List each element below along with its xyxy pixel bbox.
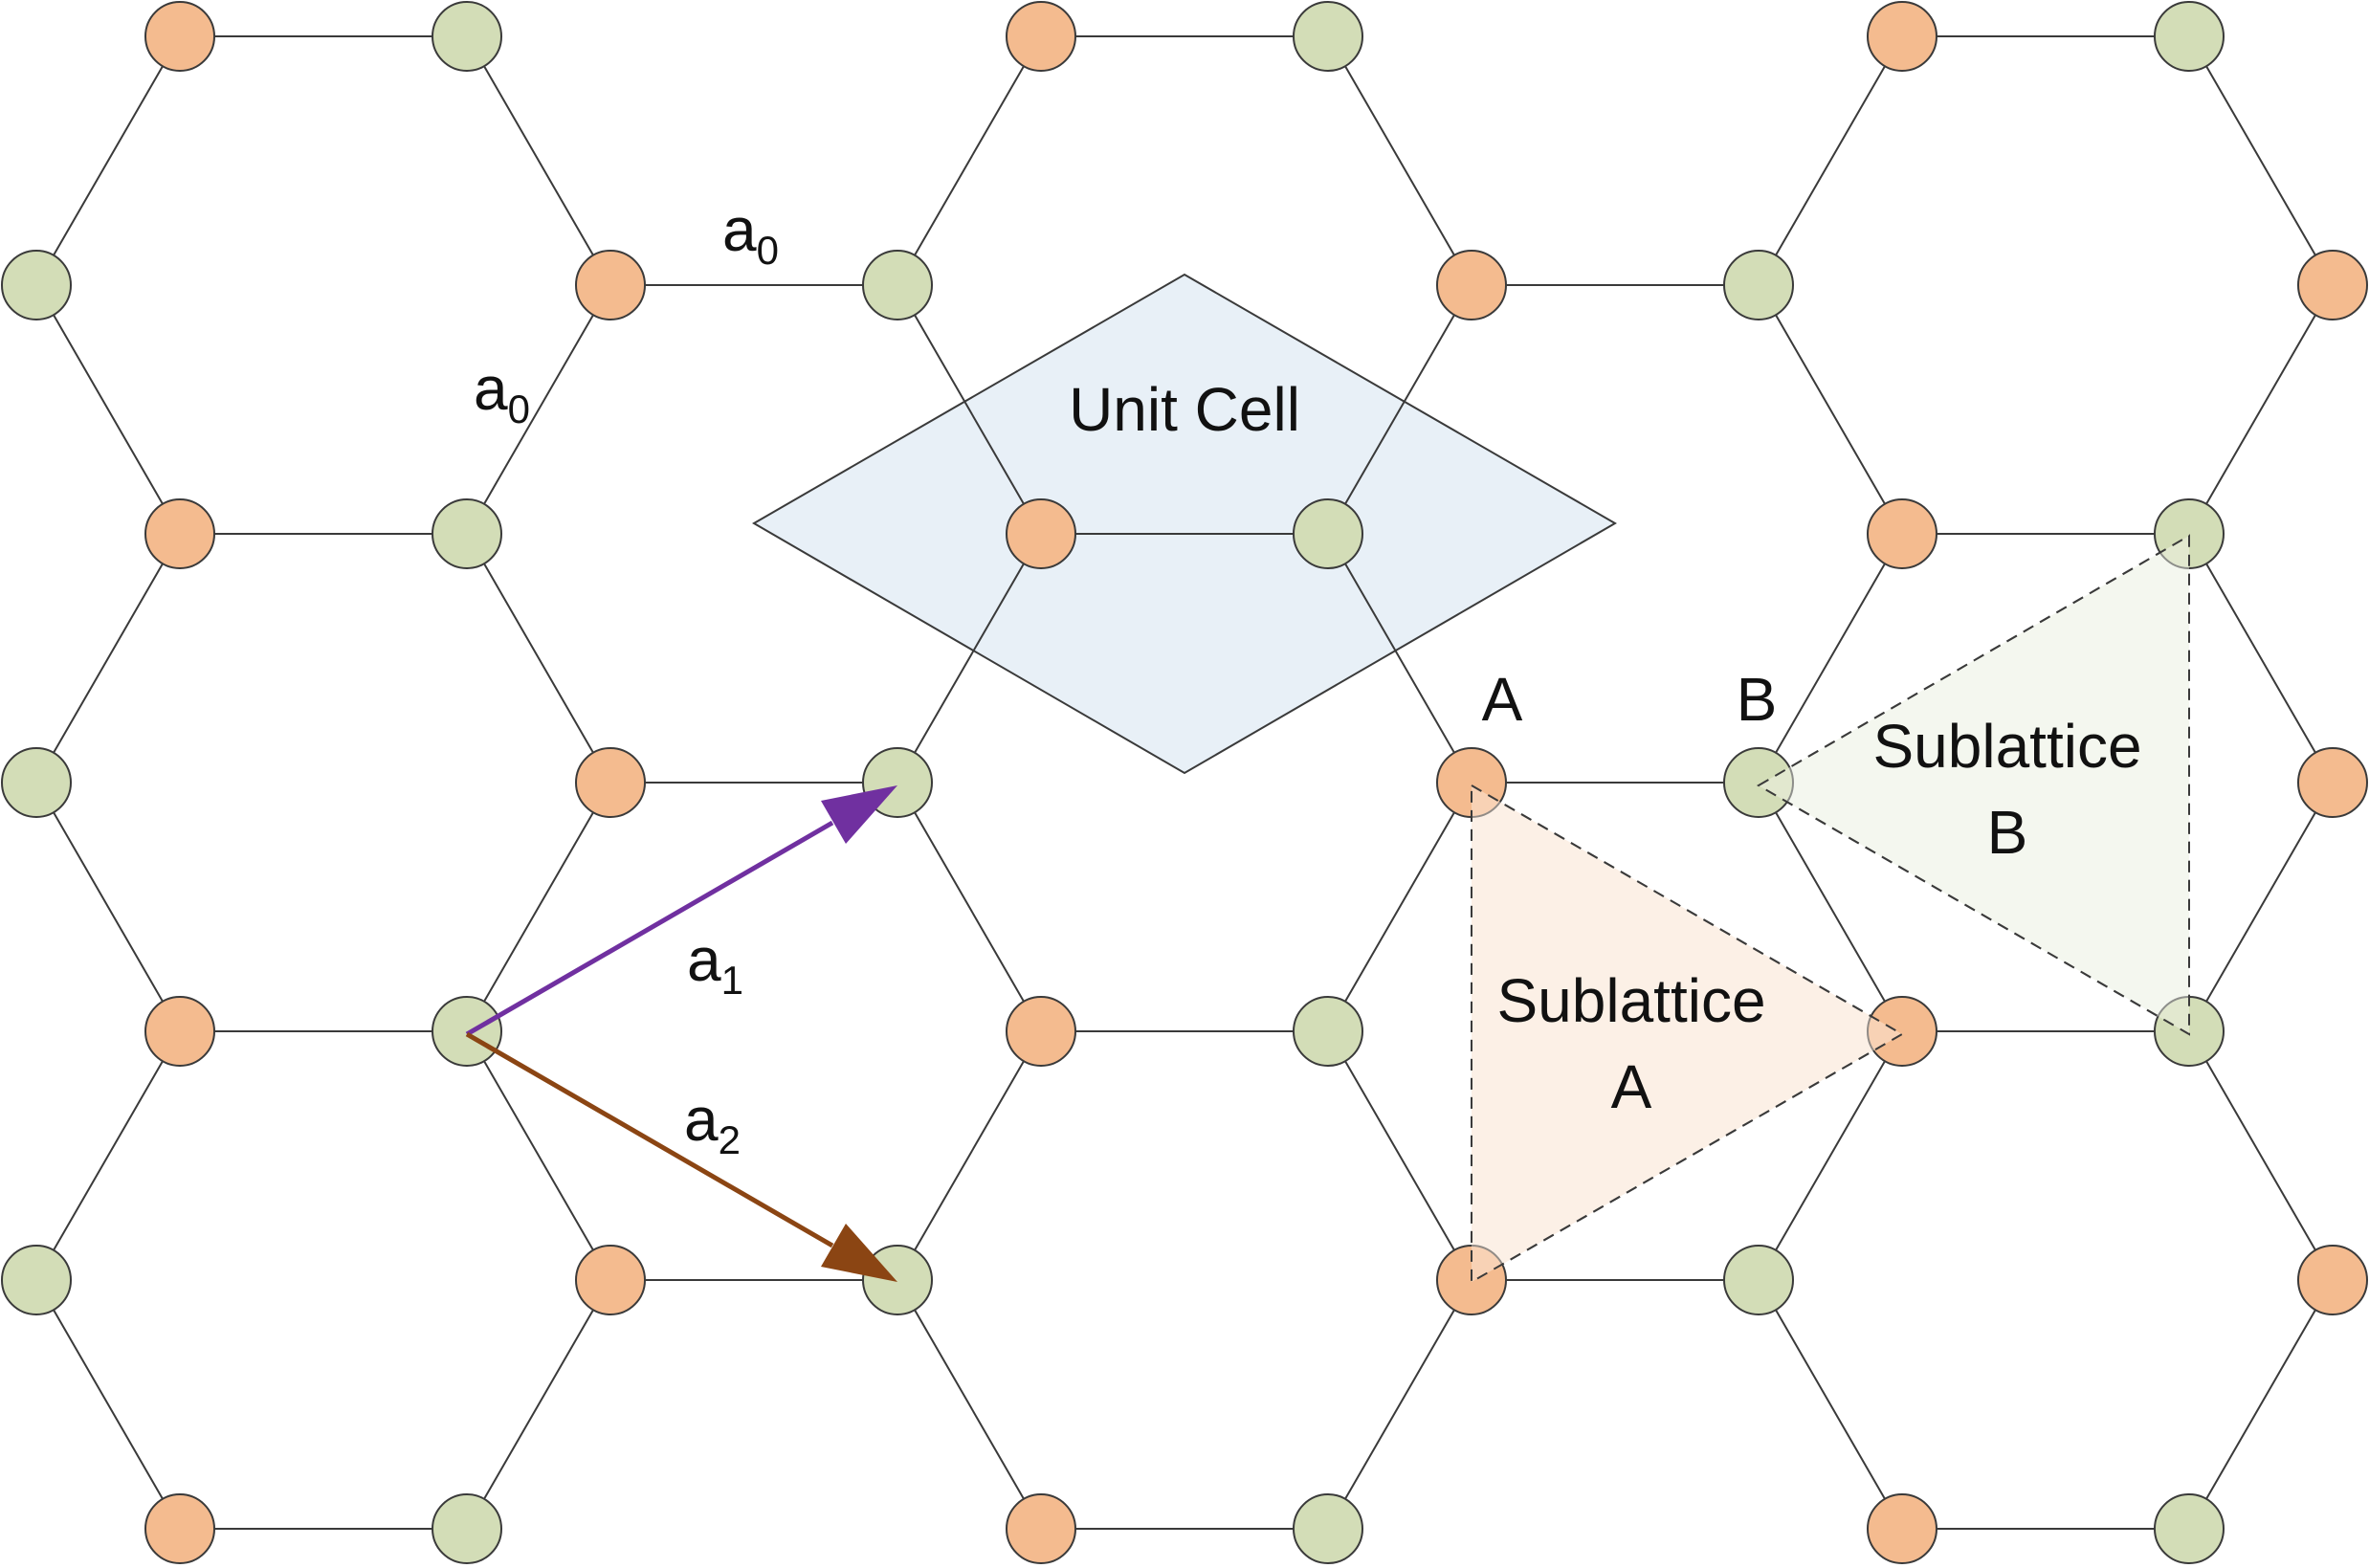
bond <box>1327 1030 1472 1281</box>
bond <box>897 782 1042 1032</box>
atom-sublattice-b <box>1723 747 1794 818</box>
atom-sublattice-a <box>144 1 215 72</box>
atom-sublattice-b <box>1 1245 72 1315</box>
sublattice-a-triangle <box>1471 784 1905 1284</box>
bond <box>2188 1279 2334 1530</box>
bond <box>35 782 181 1032</box>
atom-sublattice-b <box>1 250 72 320</box>
bond <box>1327 782 1472 1032</box>
atom-sublattice-a <box>2297 1245 2368 1315</box>
bond <box>466 533 611 784</box>
atom-sublattice-b <box>862 250 933 320</box>
atom-sublattice-b <box>432 1 502 72</box>
sublattice-b-overlay <box>1757 534 2190 1036</box>
bond <box>35 35 181 286</box>
atom-sublattice-b <box>432 498 502 569</box>
bond <box>1327 1279 1472 1530</box>
atom-sublattice-b <box>1293 996 1363 1067</box>
bond <box>1758 35 1903 286</box>
bond <box>2188 533 2334 784</box>
unit-cell <box>752 273 1617 775</box>
bond <box>35 1279 181 1530</box>
lattice-bonds <box>35 35 2334 1530</box>
bond <box>466 35 611 286</box>
atom-sublattice-b <box>1 747 72 818</box>
atom-sublattice-b <box>2154 1493 2225 1564</box>
bond <box>1327 533 1472 784</box>
bond <box>35 1030 181 1281</box>
bond <box>897 284 1042 535</box>
atom-sublattice-a <box>1006 1493 1076 1564</box>
sublattice-a-label-line2: A <box>1611 1052 1652 1121</box>
atom-sublattice-a <box>1867 1493 1937 1564</box>
atom-sublattice-b <box>2154 498 2225 569</box>
site-b-label: B <box>1737 665 1778 734</box>
vector-a1-label: a1 <box>687 925 743 1003</box>
atom-sublattice-a <box>2297 747 2368 818</box>
sublattice-a-label-line1: Sublattice <box>1496 966 1765 1035</box>
bond <box>2188 782 2334 1032</box>
bond <box>2188 1030 2334 1281</box>
bond <box>1758 1279 1903 1530</box>
atom-sublattice-a <box>1436 250 1507 320</box>
atom-sublattice-a <box>144 996 215 1067</box>
bond <box>897 1279 1042 1530</box>
bond <box>1758 284 1903 535</box>
atom-sublattice-b <box>432 996 502 1067</box>
atom-sublattice-a <box>1867 498 1937 569</box>
bond-length-label-diagonal: a0 <box>474 354 530 431</box>
atom-sublattice-a <box>1006 498 1076 569</box>
lattice-vector-a2 <box>465 1031 897 1282</box>
bond <box>466 1279 611 1530</box>
atom-sublattice-b <box>1723 1245 1794 1315</box>
bond <box>2188 284 2334 535</box>
atom-sublattice-b <box>1293 498 1363 569</box>
sublattice-b-label-line1: Sublattice <box>1872 712 2141 781</box>
atom-sublattice-b <box>1723 250 1794 320</box>
atom-sublattice-b <box>1293 1493 1363 1564</box>
atom-sublattice-a <box>1006 1 1076 72</box>
bond-length-label-horizontal: a0 <box>722 195 779 273</box>
site-a-label: A <box>1482 665 1523 734</box>
lattice-vector-a1 <box>465 785 897 1037</box>
atom-sublattice-a <box>144 498 215 569</box>
bond <box>897 35 1042 286</box>
bond <box>35 533 181 784</box>
atom-sublattice-a <box>575 250 646 320</box>
bond <box>466 1030 611 1281</box>
sublattice-a-overlay <box>1471 784 1905 1284</box>
bond <box>466 782 611 1032</box>
atom-sublattice-a <box>2297 250 2368 320</box>
vector-a2-label: a2 <box>684 1085 741 1162</box>
atom-sublattice-a <box>144 1493 215 1564</box>
bond <box>35 284 181 535</box>
bond <box>897 1030 1042 1281</box>
atom-sublattice-a <box>1006 996 1076 1067</box>
sublattice-b-label-line2: B <box>1987 798 2028 867</box>
bond <box>1758 533 1903 784</box>
atom-sublattice-a <box>1867 996 1937 1067</box>
bond <box>466 284 611 535</box>
bond <box>2188 35 2334 286</box>
atom-sublattice-b <box>2154 1 2225 72</box>
unit-cell-label: Unit Cell <box>1069 375 1300 444</box>
atom-sublattice-a <box>1867 1 1937 72</box>
atom-sublattice-a <box>575 1245 646 1315</box>
atom-sublattice-b <box>1293 1 1363 72</box>
bond <box>897 533 1042 784</box>
atom-sublattice-b <box>432 1493 502 1564</box>
atom-sublattice-a <box>575 747 646 818</box>
bond <box>1758 782 1903 1032</box>
bond <box>1758 1030 1903 1281</box>
bond <box>1327 35 1472 286</box>
bond <box>1327 284 1472 535</box>
